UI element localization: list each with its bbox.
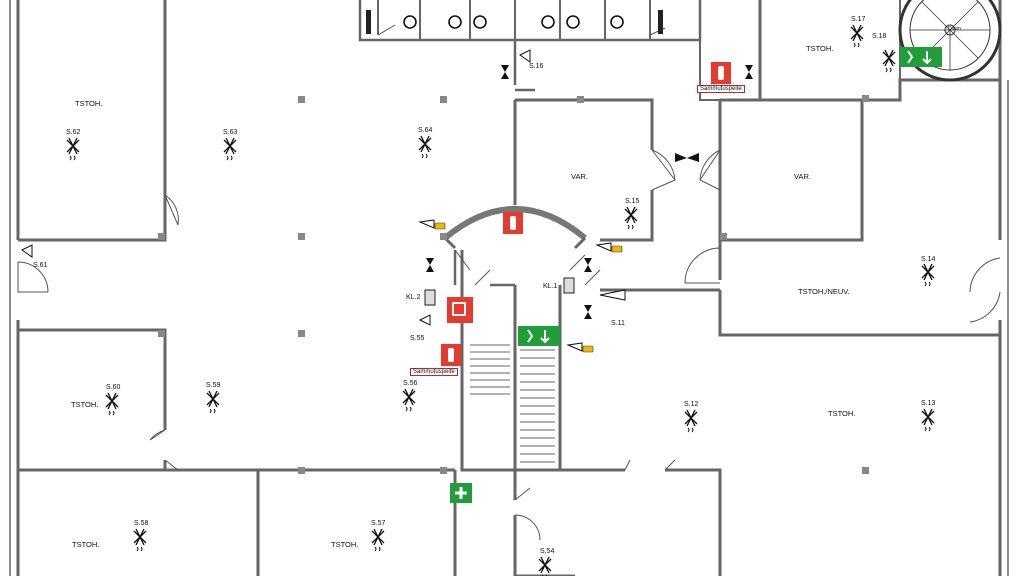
emergency-exit-icon bbox=[518, 326, 560, 346]
detector-label: S.54 bbox=[540, 548, 555, 555]
detector-label: S.13 bbox=[921, 400, 936, 407]
detector-label: S.55 bbox=[410, 335, 425, 342]
smoke-detector-icon bbox=[402, 388, 416, 412]
call-point-label: KL.1 bbox=[543, 283, 558, 290]
detector-label: S.56 bbox=[403, 380, 418, 387]
detector-label: S.63 bbox=[223, 129, 238, 136]
room-label: TSTOH. bbox=[75, 99, 103, 108]
fire-blanket-label: Sammutuspeite bbox=[410, 368, 458, 376]
smoke-detector-icon bbox=[133, 528, 147, 552]
detector-label: S.16 bbox=[529, 63, 544, 70]
smoke-detector-icon bbox=[105, 392, 119, 416]
alarm-sounder-icon bbox=[583, 305, 593, 319]
alarm-sounder-icon bbox=[425, 258, 435, 272]
smoke-detector-icon bbox=[921, 408, 935, 432]
stair bbox=[470, 344, 555, 463]
smoke-detector-icon bbox=[882, 49, 896, 73]
detector-label: S.60 bbox=[106, 384, 121, 391]
smoke-detector-icon bbox=[371, 528, 385, 552]
detector-label: S.14 bbox=[921, 256, 936, 263]
room-label: TSTOH. bbox=[331, 540, 359, 549]
detector-label: S.15 bbox=[625, 198, 640, 205]
columns bbox=[158, 95, 869, 474]
detector-label: S.62 bbox=[66, 129, 81, 136]
room-label: TSTOH./NEUV. bbox=[798, 287, 850, 296]
room-label: VAR. bbox=[571, 172, 588, 181]
alarm-sounder-icon bbox=[583, 258, 593, 272]
detector-label: S.64 bbox=[418, 127, 433, 134]
detector-label: S.18 bbox=[872, 33, 887, 40]
toilet-icon bbox=[366, 10, 663, 34]
room-label: TSTOH. bbox=[806, 44, 834, 53]
alarm-sounder-icon bbox=[675, 153, 699, 162]
detector-label: S.12 bbox=[684, 401, 699, 408]
room-label: TSTOH. bbox=[71, 400, 99, 409]
room-label: VAR. bbox=[794, 172, 811, 181]
detector-label: S.61 bbox=[33, 262, 48, 269]
emergency-exit-icon bbox=[900, 47, 942, 67]
room-label: TSTOH. bbox=[828, 409, 856, 418]
beacon-icon bbox=[599, 289, 626, 301]
smoke-detector-icon bbox=[206, 390, 220, 414]
call-point-label: KL.2 bbox=[406, 294, 421, 301]
detector-label: S.17 bbox=[851, 16, 866, 23]
smoke-detector-icon bbox=[921, 263, 935, 287]
speaker-icon bbox=[21, 49, 531, 326]
smoke-detector-icon bbox=[624, 206, 638, 230]
stair-direction-label: Down bbox=[948, 26, 961, 32]
manual-call-point-icon bbox=[563, 277, 575, 294]
smoke-detector-icon bbox=[223, 137, 237, 161]
smoke-detector-icon bbox=[418, 135, 432, 159]
beacon-icon bbox=[567, 342, 594, 353]
smoke-detector-icon bbox=[538, 556, 552, 576]
room-label: TSTOH. bbox=[72, 540, 100, 549]
detector-label: S.59 bbox=[206, 382, 221, 389]
smoke-detector-icon bbox=[684, 409, 698, 433]
detector-label: S.11 bbox=[611, 320, 625, 327]
fire-blanket-label: Sammutuspeite bbox=[697, 85, 745, 93]
alarm-sounder-icon bbox=[744, 65, 754, 79]
smoke-detector-icon bbox=[66, 137, 80, 161]
manual-call-point-icon bbox=[424, 289, 436, 306]
smoke-detector-icon bbox=[850, 24, 864, 48]
detector-label: S.57 bbox=[371, 520, 386, 527]
beacon-icon bbox=[419, 219, 446, 230]
beacon-icon bbox=[596, 242, 623, 253]
alarm-sounder-icon bbox=[500, 65, 510, 79]
doors bbox=[17, 24, 1001, 541]
detector-label: S.58 bbox=[134, 520, 149, 527]
fire-hose-icon bbox=[447, 297, 473, 323]
